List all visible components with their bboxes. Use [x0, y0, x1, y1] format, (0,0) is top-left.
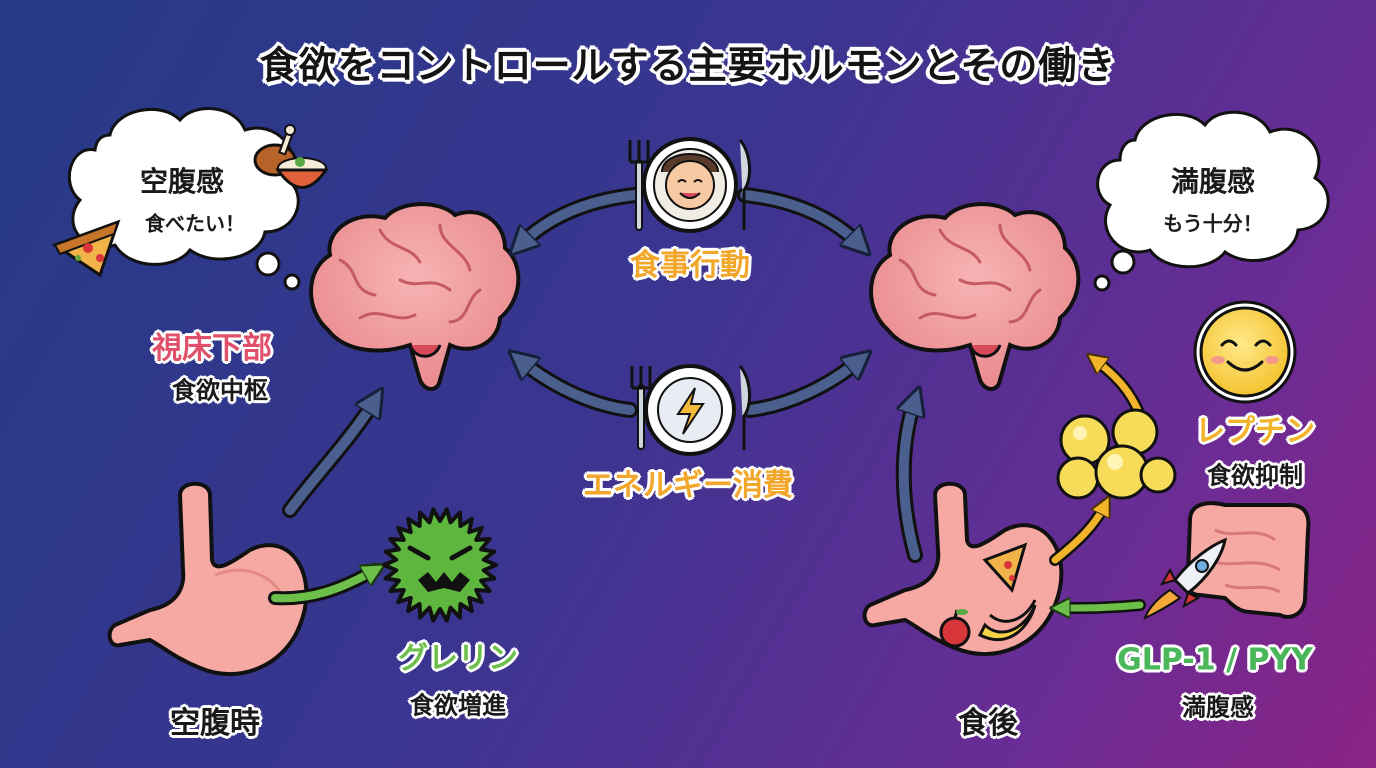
chicken-leg-icon — [253, 124, 297, 177]
after-meal-label: 食後 — [958, 706, 1018, 741]
left-bubble-sub: 食べたい！ — [145, 211, 245, 236]
arrow-energy-to-left-brain — [520, 360, 638, 418]
arrow-fat-to-right-brain — [1095, 360, 1146, 421]
stomach-right-icon — [862, 481, 1064, 657]
rocket-icon — [1143, 537, 1227, 620]
fat-cells-icon — [1056, 408, 1177, 500]
leptin-role: 食欲抑制 — [1207, 461, 1303, 490]
rice-bowl-icon — [275, 157, 329, 189]
smiley-icon — [1193, 300, 1297, 404]
glp1-pyy-name: GLP-1 / PYY — [1117, 642, 1313, 678]
meal-plate-icon — [642, 137, 738, 233]
right-bubble-main: 満腹感 — [1170, 165, 1256, 198]
knife-icon — [738, 139, 751, 230]
energy-expenditure-label: エネルギー消費 — [583, 468, 793, 503]
ghrelin-germ-icon — [382, 507, 498, 623]
arrow-stomach-to-ghrelin — [268, 570, 375, 606]
arrow-meal-to-right-brain — [737, 187, 860, 245]
leptin-name: レプチン — [1195, 414, 1315, 449]
right-thought-bubble — [1093, 110, 1330, 292]
banana-icon — [977, 599, 1037, 642]
left-bubble-main: 空腹感 — [139, 165, 225, 198]
arrow-meal-to-left-brain — [520, 187, 643, 245]
meal-behavior-label: 食事行動 — [630, 248, 750, 283]
pizza-icon — [51, 219, 121, 278]
hypothalamus-role: 食欲中枢 — [172, 376, 268, 405]
knife-icon-2 — [738, 365, 751, 450]
ghrelin-role: 食欲増進 — [410, 691, 506, 720]
glp1-pyy-role: 満腹感 — [1182, 693, 1254, 722]
hypothalamus-name: 視床下部 — [152, 331, 272, 366]
brain-right-icon — [869, 202, 1081, 391]
ghrelin-name: グレリン — [398, 641, 518, 676]
stomach-pizza-icon — [982, 542, 1028, 594]
page-title: 食欲をコントロールする主要ホルモンとその働き — [259, 43, 1117, 88]
arrow-stomach-to-left-brain — [282, 400, 375, 518]
arrow-energy-to-right-brain — [742, 360, 860, 418]
brain-left-icon — [309, 202, 521, 391]
arrow-stomach-to-fat — [1049, 505, 1111, 566]
stomach-left-icon — [107, 481, 309, 677]
right-bubble-sub: もう十分！ — [1163, 211, 1263, 236]
apple-icon — [939, 609, 971, 648]
arrow-intestine-to-stomach — [1060, 605, 1146, 608]
fork-icon-2 — [630, 366, 652, 450]
left-thought-bubble — [67, 107, 301, 291]
lightning-icon — [676, 387, 705, 435]
fork-icon — [628, 140, 650, 231]
arrow-stomach-to-right-brain — [895, 400, 915, 563]
fasting-label: 空腹時 — [170, 706, 260, 741]
